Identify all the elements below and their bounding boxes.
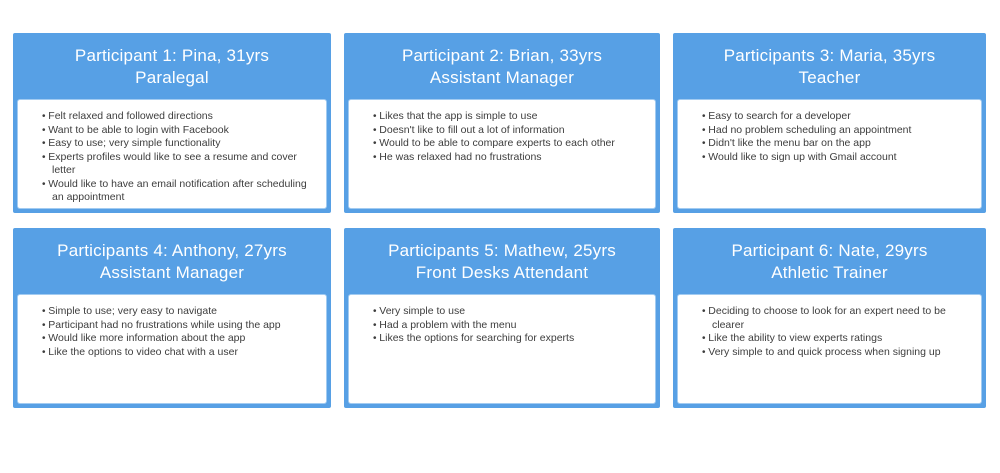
participant-title: Participant 2: Brian, 33yrs <box>401 45 603 65</box>
participant-title: Participant 6: Nate, 29yrs <box>731 240 928 260</box>
bullet-list: Likes that the app is simple to useDoesn… <box>349 100 655 164</box>
bullet-list: Easy to search for a developerHad no pro… <box>678 100 981 164</box>
bullet-item: Very simple to use <box>373 305 649 319</box>
participant-card-1: Participant 1: Pina, 31yrs Paralegal Fel… <box>13 33 331 213</box>
participant-card-4: Participants 4: Anthony, 27yrs Assistant… <box>13 228 331 408</box>
participant-card-5: Participants 5: Mathew, 25yrs Front Desk… <box>344 228 660 408</box>
participant-role: Paralegal <box>135 67 209 87</box>
bullet-list: Very simple to useHad a problem with the… <box>349 295 655 346</box>
card-body: Easy to search for a developerHad no pro… <box>678 100 981 208</box>
bullet-list: Felt relaxed and followed directionsWant… <box>18 100 326 205</box>
card-header: Participant 1: Pina, 31yrs Paralegal <box>13 33 331 100</box>
bullet-item: Doesn't like to fill out a lot of inform… <box>373 124 649 138</box>
bullet-list: Simple to use; very easy to navigatePart… <box>18 295 326 359</box>
card-body: Very simple to useHad a problem with the… <box>349 295 655 403</box>
participant-role: Front Desks Attendant <box>415 262 589 282</box>
participant-role: Athletic Trainer <box>771 262 888 282</box>
bullet-item: Felt relaxed and followed directions <box>42 110 320 124</box>
participant-title: Participants 3: Maria, 35yrs <box>723 45 936 65</box>
card-header: Participant 2: Brian, 33yrs Assistant Ma… <box>344 33 660 100</box>
bullet-item: Would to be able to compare experts to e… <box>373 137 649 151</box>
participant-role: Assistant Manager <box>99 262 245 282</box>
bullet-item: Likes that the app is simple to use <box>373 110 649 124</box>
card-body: Deciding to choose to look for an expert… <box>678 295 981 403</box>
bullet-item: Easy to search for a developer <box>702 110 975 124</box>
card-body: Felt relaxed and followed directionsWant… <box>18 100 326 208</box>
card-body: Likes that the app is simple to useDoesn… <box>349 100 655 208</box>
participant-title: Participant 1: Pina, 31yrs <box>74 45 270 65</box>
participant-card-6: Participant 6: Nate, 29yrs Athletic Trai… <box>673 228 986 408</box>
bullet-item: Deciding to choose to look for an expert… <box>702 305 975 332</box>
bullet-item: Had a problem with the menu <box>373 319 649 333</box>
bullet-item: Like the options to video chat with a us… <box>42 346 320 360</box>
bullet-item: Didn't like the menu bar on the app <box>702 137 975 151</box>
card-body: Simple to use; very easy to navigatePart… <box>18 295 326 403</box>
card-header: Participants 5: Mathew, 25yrs Front Desk… <box>344 228 660 295</box>
bullet-item: Simple to use; very easy to navigate <box>42 305 320 319</box>
card-header: Participant 6: Nate, 29yrs Athletic Trai… <box>673 228 986 295</box>
bullet-item: Would like to sign up with Gmail account <box>702 151 975 165</box>
participant-card-3: Participants 3: Maria, 35yrs Teacher Eas… <box>673 33 986 213</box>
bullet-item: Experts profiles would like to see a res… <box>42 151 320 178</box>
bullet-item: Want to be able to login with Facebook <box>42 124 320 138</box>
bullet-item: Participant had no frustrations while us… <box>42 319 320 333</box>
participants-board: Participant 1: Pina, 31yrs Paralegal Fel… <box>13 33 988 408</box>
participant-title: Participants 4: Anthony, 27yrs <box>57 240 287 260</box>
participant-role: Assistant Manager <box>429 67 575 87</box>
bullet-item: Would like to have an email notification… <box>42 178 320 205</box>
bullet-item: Easy to use; very simple functionality <box>42 137 320 151</box>
participant-title: Participants 5: Mathew, 25yrs <box>388 240 616 260</box>
bullet-item: Had no problem scheduling an appointment <box>702 124 975 138</box>
bullet-item: Like the ability to view experts ratings <box>702 332 975 346</box>
participant-card-2: Participant 2: Brian, 33yrs Assistant Ma… <box>344 33 660 213</box>
bullet-item: He was relaxed had no frustrations <box>373 151 649 165</box>
participant-role: Teacher <box>798 67 861 87</box>
card-header: Participants 3: Maria, 35yrs Teacher <box>673 33 986 100</box>
card-header: Participants 4: Anthony, 27yrs Assistant… <box>13 228 331 295</box>
bullet-item: Likes the options for searching for expe… <box>373 332 649 346</box>
bullet-item: Would like more information about the ap… <box>42 332 320 346</box>
bullet-list: Deciding to choose to look for an expert… <box>678 295 981 359</box>
bullet-item: Very simple to and quick process when si… <box>702 346 975 360</box>
